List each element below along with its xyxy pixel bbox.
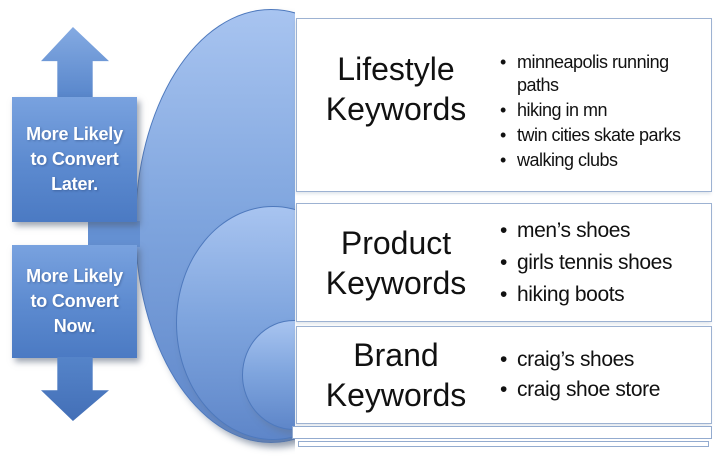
callout-convert-now: More Likely to Convert Now. (12, 245, 137, 358)
keyword-box-lifestyle: Lifestyle Keywords minneapolis running p… (296, 18, 712, 192)
bullet-item: craig’s shoes (495, 345, 707, 375)
strip-row-2 (298, 441, 709, 447)
bullet-item: men’s shoes (495, 215, 707, 247)
callout-later-text: More Likely to Convert Later. (26, 122, 123, 197)
keyword-box-product: Product Keywords men’s shoes girls tenni… (296, 203, 712, 322)
callout-later-line3: Later. (51, 174, 98, 194)
callout-connector-bar (88, 221, 140, 247)
bullet-item: walking clubs (495, 149, 707, 172)
product-bullets: men’s shoes girls tennis shoes hiking bo… (495, 204, 711, 321)
bullet-item: girls tennis shoes (495, 247, 707, 279)
brand-title: Brand Keywords (297, 327, 495, 423)
keyword-box-brand: Brand Keywords craig’s shoes craig shoe … (296, 326, 712, 424)
product-title: Product Keywords (297, 204, 495, 321)
callout-later-line2: to Convert (30, 149, 119, 169)
product-title-line1: Product (340, 224, 452, 261)
lifestyle-title-line2: Keywords (325, 91, 467, 127)
brand-bullets: craig’s shoes craig shoe store (495, 327, 711, 423)
callout-now-line3: Now. (53, 316, 96, 336)
product-title-line2: Keywords (325, 264, 467, 301)
brand-title-line2: Keywords (325, 377, 467, 413)
bullet-item: hiking boots (495, 279, 707, 311)
callout-later-line1: More Likely (26, 124, 123, 144)
bullet-item: hiking in mn (495, 99, 707, 122)
lifestyle-title: Lifestyle Keywords (297, 19, 495, 191)
callout-now-line2: to Convert (30, 291, 119, 311)
lifestyle-title-line1: Lifestyle (337, 51, 455, 87)
strip-row-1 (292, 426, 712, 439)
callout-convert-later: More Likely to Convert Later. (12, 97, 137, 222)
bullet-item: craig shoe store (495, 375, 707, 405)
lifestyle-bullets: minneapolis running paths hiking in mn t… (495, 19, 711, 191)
callout-now-text: More Likely to Convert Now. (26, 264, 123, 339)
bullet-item: twin cities skate parks (495, 124, 707, 147)
nested-rings-clip (0, 0, 295, 464)
brand-title-line1: Brand (353, 337, 439, 373)
bullet-item: minneapolis running paths (495, 51, 707, 97)
callout-now-line1: More Likely (26, 266, 123, 286)
